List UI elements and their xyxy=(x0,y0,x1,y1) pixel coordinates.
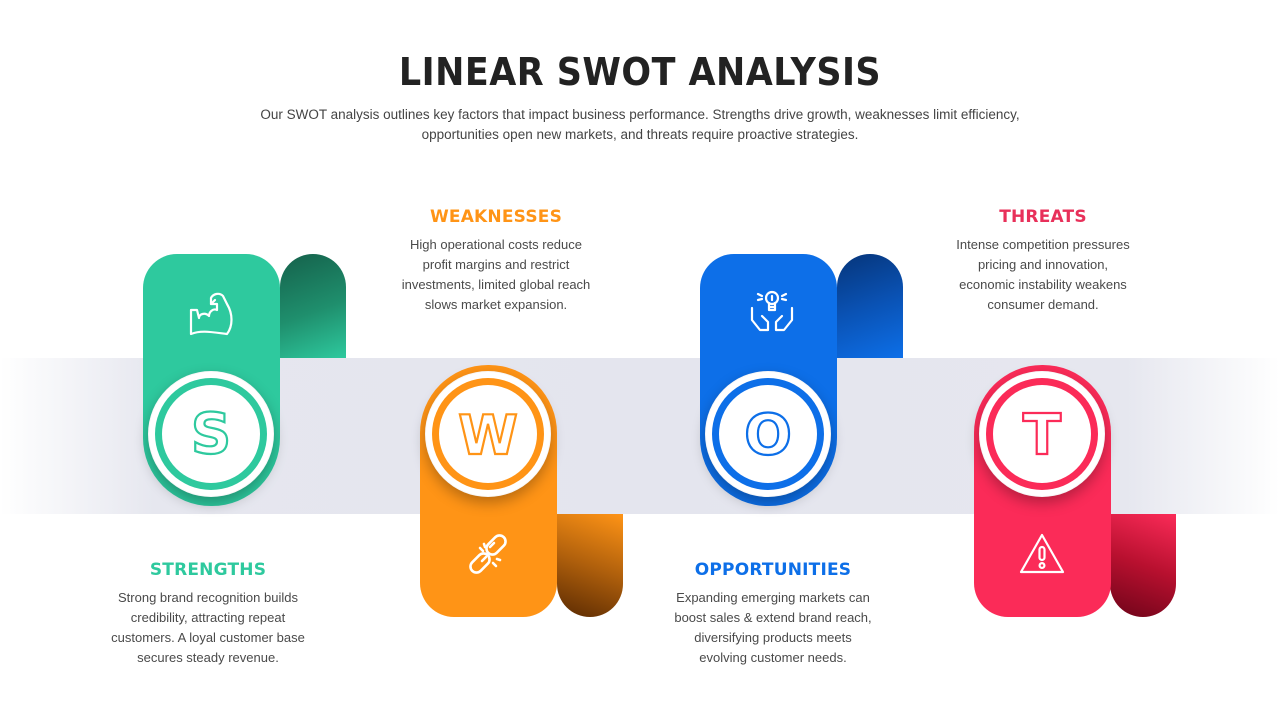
desc-line: slows market expansion. xyxy=(424,297,568,312)
desc-line: customers. A loyal customer base xyxy=(111,630,305,645)
desc-line: boost sales & extend brand reach, xyxy=(674,610,872,625)
flexed-bicep-icon xyxy=(189,292,233,336)
svg-text:S: S xyxy=(191,404,231,464)
page-title: LINEAR SWOT ANALYSIS xyxy=(398,50,882,94)
letter-w-glyph: W xyxy=(457,404,519,464)
desc-line: pricing and innovation, xyxy=(977,257,1109,272)
desc-line: diversifying products meets xyxy=(694,630,852,645)
opportunities-heading: OPPORTUNITIES xyxy=(694,560,852,580)
desc-line: profit margins and restrict xyxy=(422,257,570,272)
desc-line: investments, limited global reach xyxy=(401,277,591,292)
weaknesses-fold xyxy=(557,514,623,617)
letter-t-glyph: T xyxy=(1022,404,1062,464)
threats-description: Intense competition pressures pricing an… xyxy=(913,235,1173,315)
desc-line: High operational costs reduce xyxy=(410,237,582,252)
lightbulb-hands-icon xyxy=(750,290,794,332)
svg-text:T: T xyxy=(1023,404,1061,464)
page-subtitle: Our SWOT analysis outlines key factors t… xyxy=(240,105,1040,145)
desc-line: evolving customer needs. xyxy=(699,650,847,665)
weaknesses-description: High operational costs reduce profit mar… xyxy=(366,235,626,315)
desc-line: credibility, attracting repeat xyxy=(130,610,286,625)
threats-fold xyxy=(1110,514,1176,617)
weaknesses-letter-badge: W xyxy=(425,371,551,497)
desc-line: Expanding emerging markets can xyxy=(676,590,870,605)
desc-line: Strong brand recognition builds xyxy=(118,590,298,605)
threats-heading: THREATS xyxy=(999,207,1087,227)
threats-letter-badge: T xyxy=(979,371,1105,497)
strengths-heading: STRENGTHS xyxy=(149,560,267,580)
weaknesses-heading: WEAKNESSES xyxy=(429,207,563,227)
strengths-letter-badge: S xyxy=(148,371,274,497)
letter-o-glyph: O xyxy=(743,404,793,464)
desc-line: consumer demand. xyxy=(987,297,1099,312)
desc-line: secures steady revenue. xyxy=(137,650,279,665)
svg-text:O: O xyxy=(744,404,792,464)
strengths-fold xyxy=(280,254,346,358)
desc-line: economic instability weakens xyxy=(959,277,1127,292)
strengths-description: Strong brand recognition builds credibil… xyxy=(78,588,338,668)
warning-triangle-icon xyxy=(1019,533,1065,574)
opportunities-letter-badge: O xyxy=(705,371,831,497)
svg-text:W: W xyxy=(458,404,518,464)
opportunities-description: Expanding emerging markets can boost sal… xyxy=(643,588,903,668)
desc-line: Intense competition pressures xyxy=(956,237,1130,252)
subtitle-line: Our SWOT analysis outlines key factors t… xyxy=(260,107,1020,122)
letter-s-glyph: S xyxy=(190,404,233,464)
broken-link-icon xyxy=(469,534,507,574)
subtitle-line: opportunities open new markets, and thre… xyxy=(421,127,859,142)
opportunities-fold xyxy=(837,254,903,358)
